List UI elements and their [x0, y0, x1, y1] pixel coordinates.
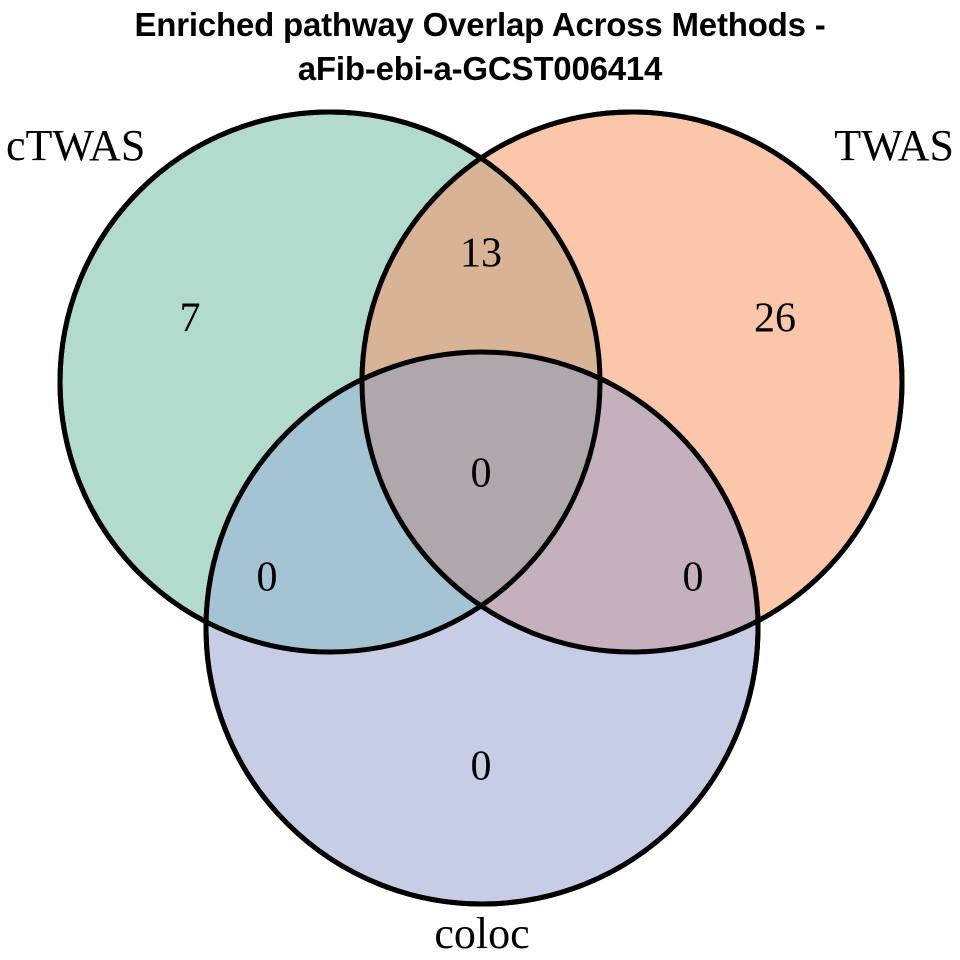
chart-title-line-2: aFib-ebi-a-GCST006414 [297, 50, 663, 87]
count-coloc-only: 0 [471, 744, 492, 790]
count-ctwas-only: 7 [180, 296, 201, 342]
set-label-coloc: coloc [434, 909, 529, 958]
set-label-ctwas: cTWAS [6, 121, 145, 170]
count-twas-only: 26 [754, 296, 796, 342]
count-triple: 0 [471, 451, 492, 497]
chart-title: Enriched pathway Overlap Across Methods … [0, 0, 960, 91]
circle-ctwas-outline[interactable] [57, 109, 603, 655]
chart-title-line-1: Enriched pathway Overlap Across Methods … [134, 6, 826, 43]
set-label-twas: TWAS [834, 121, 954, 170]
circle-coloc-outline[interactable] [203, 349, 761, 907]
count-ctwas-coloc: 0 [257, 555, 278, 601]
count-twas-coloc: 0 [683, 555, 704, 601]
count-ctwas-twas: 13 [460, 231, 502, 277]
